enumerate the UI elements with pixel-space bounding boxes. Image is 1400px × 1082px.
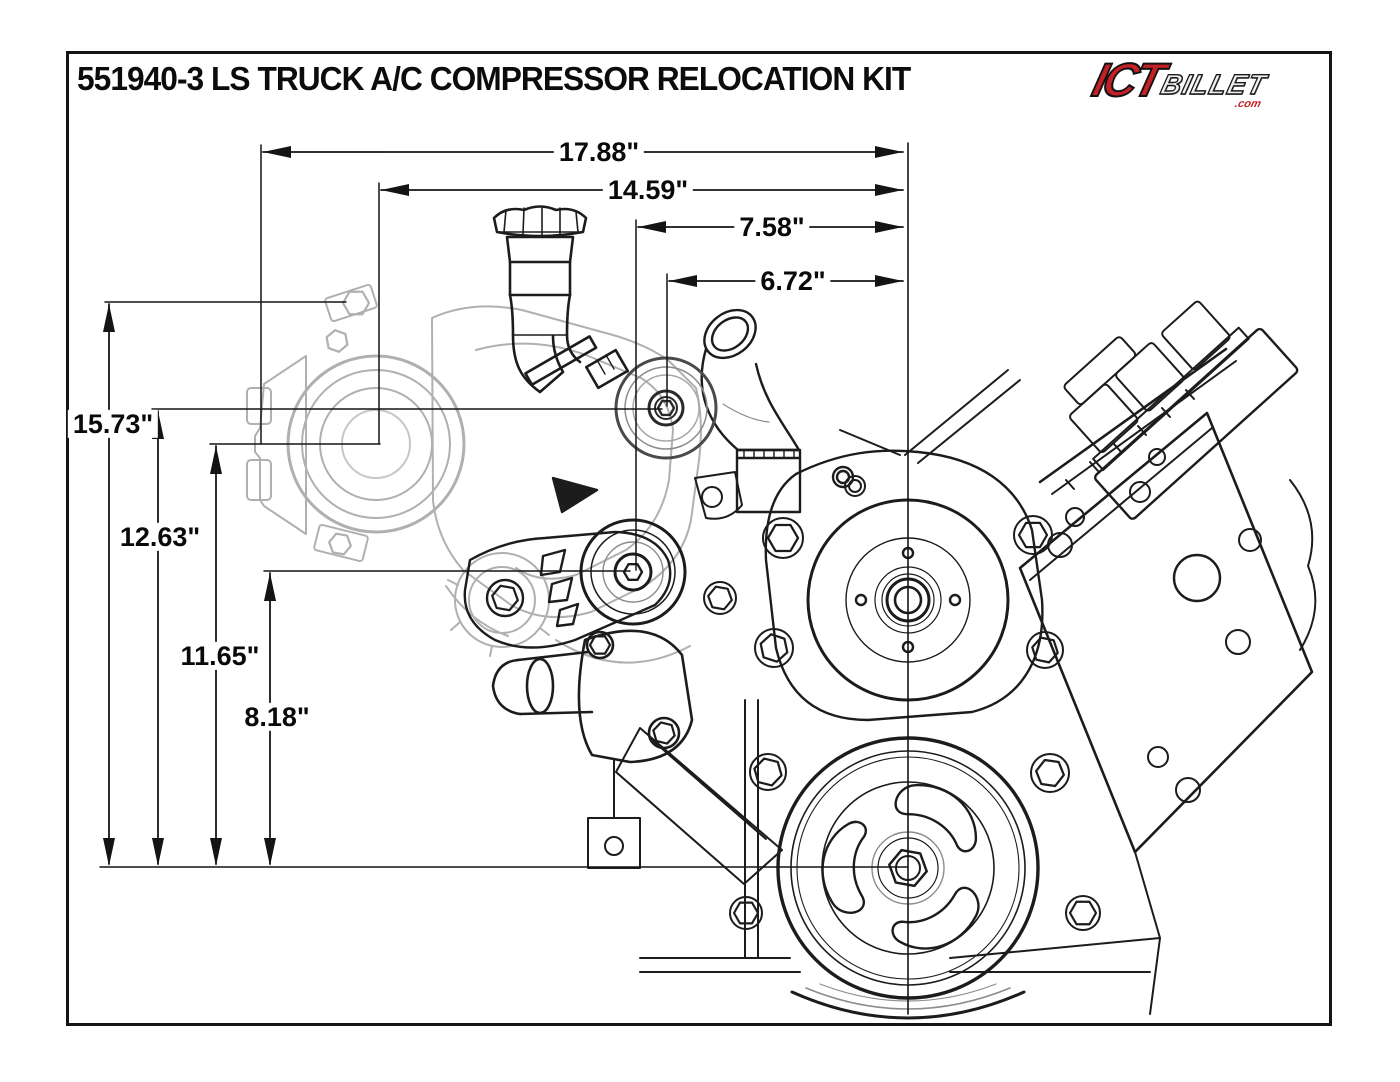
dim-label-vertical-12-63: 12.63" [114, 522, 206, 551]
idler-pulley [614, 356, 718, 460]
dim-label-horizontal-6-72: 6.72" [755, 266, 831, 295]
thermostat-housing [491, 629, 694, 764]
power-steering-reservoir [492, 205, 630, 394]
logo-tld-text: .com [1233, 97, 1263, 110]
dim-label-horizontal-7-58: 7.58" [734, 212, 810, 241]
water-pump [694, 449, 1044, 722]
ict-billet-logo: ICT BILLET .com [1087, 52, 1272, 110]
dim-label-vertical-8-18: 8.18" [239, 702, 315, 731]
logo-billet-text: BILLET [1157, 68, 1270, 100]
engine-block [587, 300, 1317, 1020]
ghost-ac-compressor [246, 283, 466, 563]
coolant-bypass-pipe [700, 308, 855, 514]
dim-label-vertical-11-65: 11.65" [175, 641, 265, 670]
logo-billet-wrap: BILLET .com [1157, 68, 1270, 110]
logo-ict-text: ICT [1087, 52, 1169, 107]
dim-label-horizontal-17-88: 17.88" [553, 137, 645, 166]
dim-label-vertical-15-73: 15.73" [67, 409, 159, 438]
ghost-relocation-bracket [431, 305, 702, 664]
drawing-title: 551940-3 LS TRUCK A/C COMPRESSOR RELOCAT… [77, 60, 911, 97]
belt-tensioner [463, 476, 687, 649]
dimension-lines [99, 144, 909, 868]
dimension-arrowheads [103, 146, 903, 866]
dim-label-horizontal-14-59: 14.59" [602, 175, 694, 204]
